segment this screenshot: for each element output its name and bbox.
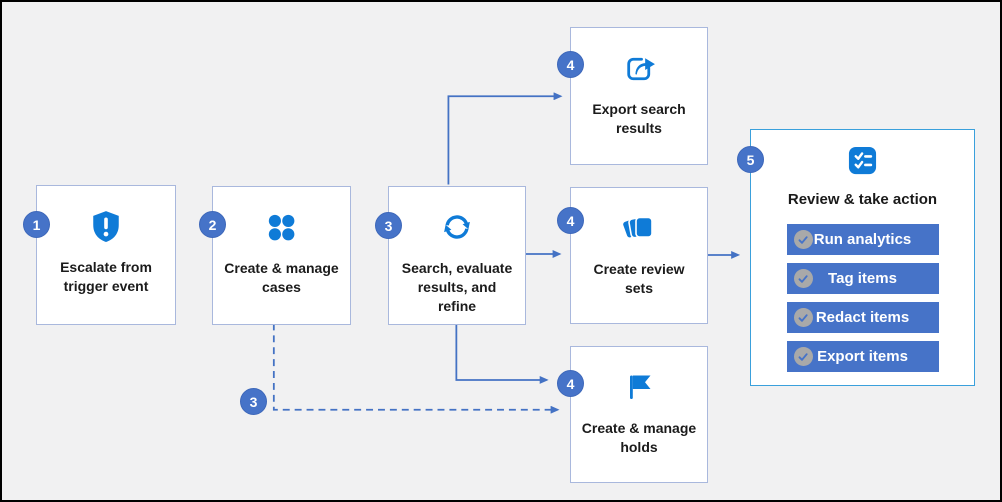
branch-number-badge: 3 — [240, 388, 267, 415]
check-icon — [793, 347, 813, 366]
action-list: Run analytics Tag items — [786, 224, 939, 372]
step-box-search: 3 Search, evaluate results, and refine — [375, 186, 526, 325]
action-redact-items: Redact items — [786, 302, 939, 333]
action-run-analytics: Run analytics — [786, 224, 939, 255]
action-tag-items: Tag items — [786, 263, 939, 294]
step-number-badge: 5 — [737, 146, 764, 173]
review-sets-icon — [621, 210, 657, 246]
action-label: Export items — [817, 348, 908, 365]
dots-grid-icon — [265, 209, 298, 245]
step-label: Create & manage holds — [581, 420, 697, 455]
step-label: Export search results — [592, 101, 686, 136]
connector-search-to-export — [447, 92, 563, 185]
connector-cases-to-holds-dashed — [272, 323, 560, 414]
flag-icon — [623, 369, 655, 405]
step-label: Search, evaluate results, and refine — [401, 260, 513, 314]
step-label: Escalate from trigger event — [60, 259, 152, 294]
step-box-holds: 4 Create & manage holds — [557, 346, 708, 483]
review-action-panel: 5 Review & take action — [737, 129, 975, 386]
sync-icon — [439, 209, 475, 245]
action-export-items: Export items — [786, 341, 939, 372]
step-box-export-results: 4 Export search results — [557, 27, 708, 165]
export-arrow-icon — [622, 50, 657, 86]
action-label: Run analytics — [813, 231, 912, 248]
panel-title: Review & take action — [787, 191, 938, 208]
step-box-escalate: 1 Escalate from trigger event — [23, 185, 176, 325]
step-number-badge: 4 — [557, 51, 584, 78]
check-icon — [793, 308, 813, 327]
check-icon — [793, 269, 813, 288]
step-label: Create review sets — [593, 261, 685, 296]
step-label: Create & manage cases — [224, 260, 339, 295]
checklist-icon — [847, 145, 878, 181]
step-number-badge: 4 — [557, 370, 584, 397]
action-label: Redact items — [815, 309, 910, 326]
step-number-badge: 3 — [375, 212, 402, 239]
step-box-review-sets: 4 Create review sets — [557, 187, 708, 324]
check-icon — [793, 230, 813, 249]
step-number-badge: 2 — [199, 211, 226, 238]
action-label: Tag items — [828, 270, 897, 287]
step-box-cases: 2 Create & manage cases — [199, 186, 351, 325]
connector-search-to-holds — [455, 322, 549, 384]
step-number-badge: 4 — [557, 207, 584, 234]
shield-exclamation-icon — [89, 208, 123, 244]
step-number-badge: 1 — [23, 211, 50, 238]
